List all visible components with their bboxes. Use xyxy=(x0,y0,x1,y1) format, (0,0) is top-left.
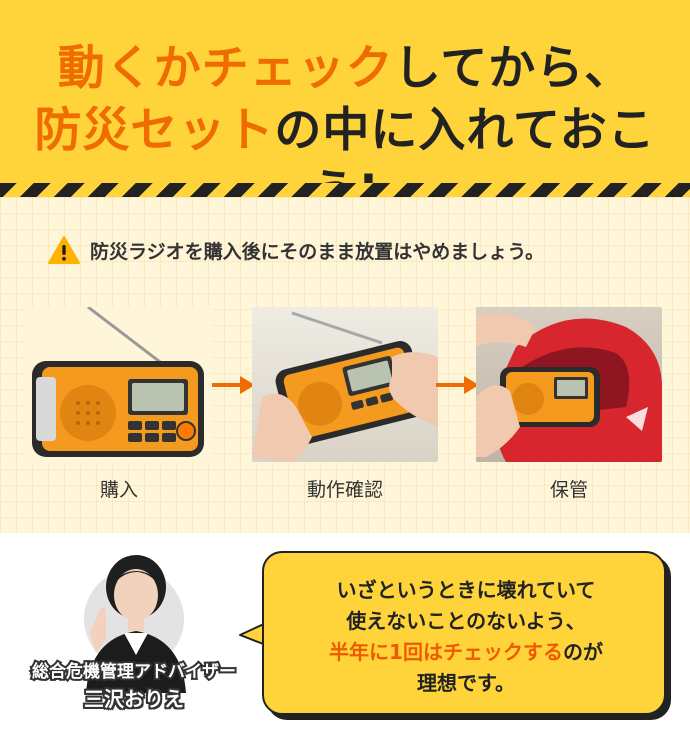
arrow-right-icon xyxy=(212,376,255,394)
radio-image xyxy=(32,307,204,457)
step-caption-storage: 保管 xyxy=(549,479,588,501)
arrow-right-icon xyxy=(436,376,479,394)
header-banner: 動くかチェックしてから、 防災セットの中に入れておこう! xyxy=(0,0,690,220)
hands-radio-image xyxy=(252,311,438,462)
headline-highlight-1: 動くかチェック xyxy=(57,41,394,96)
bubble-line-2: 使えないことのないよう、 xyxy=(346,609,586,633)
headline-text-1: してから、 xyxy=(393,41,633,96)
bubble-text: いざというときに壊れていて 使えないことのないよう、 半年に1回はチェックするの… xyxy=(264,575,668,699)
warning-row: 防災ラジオを購入後にそのまま放置はやめましょう。 xyxy=(48,235,544,265)
photo-radio xyxy=(26,307,212,462)
advisor-avatar xyxy=(86,555,186,693)
bubble-line-3: 半年に1回はチェックするのが xyxy=(264,637,668,668)
advisor-name: 三沢おりえ xyxy=(84,687,184,711)
warning-icon xyxy=(48,236,80,264)
step-caption-check: 動作確認 xyxy=(306,479,383,501)
bag-radio-image xyxy=(476,313,662,462)
hazard-stripe xyxy=(0,183,690,197)
bubble-emphasis: 半年に1回はチェックする xyxy=(329,640,563,664)
step-caption-purchase: 購入 xyxy=(99,479,138,501)
headline-highlight-2: 防災セット xyxy=(34,103,275,158)
bubble-line-3-rest: のが xyxy=(562,640,603,664)
advisor-section: 総合危機管理アドバイザー 三沢おりえ いざというときに壊れていて 使えないことの… xyxy=(0,533,690,748)
steps-section: 防災ラジオを購入後にそのまま放置はやめましょう。 xyxy=(0,197,690,533)
warning-text: 防災ラジオを購入後にそのまま放置はやめましょう。 xyxy=(90,240,545,263)
photo-storing xyxy=(476,307,662,462)
speech-bubble: いざというときに壊れていて 使えないことのないよう、 半年に1回はチェックするの… xyxy=(262,551,666,715)
advisor-role: 総合危機管理アドバイザー xyxy=(30,660,238,684)
bubble-line-1: いざというときに壊れていて xyxy=(336,578,596,602)
bubble-line-4: 理想です。 xyxy=(417,671,515,695)
photo-testing xyxy=(252,307,438,462)
headline-line-1: 動くかチェックしてから、 xyxy=(0,38,690,100)
